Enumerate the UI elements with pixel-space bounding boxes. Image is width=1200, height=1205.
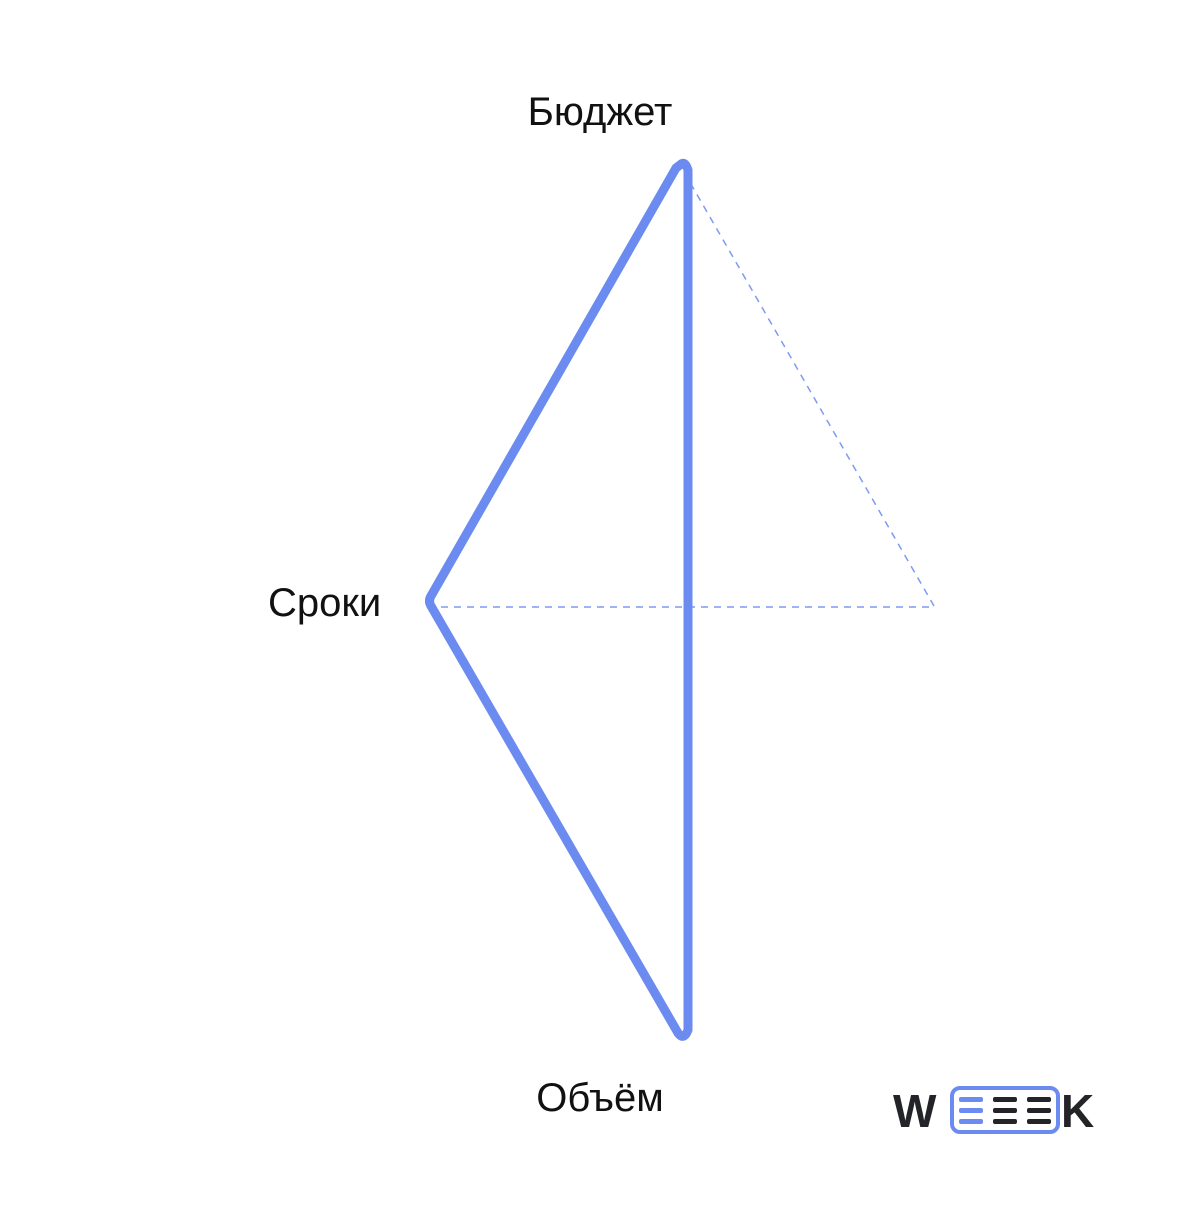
weeek-logo: W K	[893, 1083, 1103, 1141]
logo-letter-w: W	[893, 1085, 937, 1137]
dashed-reference	[428, 171, 935, 608]
three-bars-in-box-icon	[950, 1086, 1060, 1134]
triangle-outline	[425, 158, 693, 1041]
label-budget: Бюджет	[527, 90, 673, 134]
logo-letter-k: K	[1061, 1085, 1095, 1137]
label-time: Сроки	[268, 581, 382, 625]
dashed-edge-top-right	[683, 171, 935, 607]
label-scope: Объём	[536, 1076, 664, 1120]
